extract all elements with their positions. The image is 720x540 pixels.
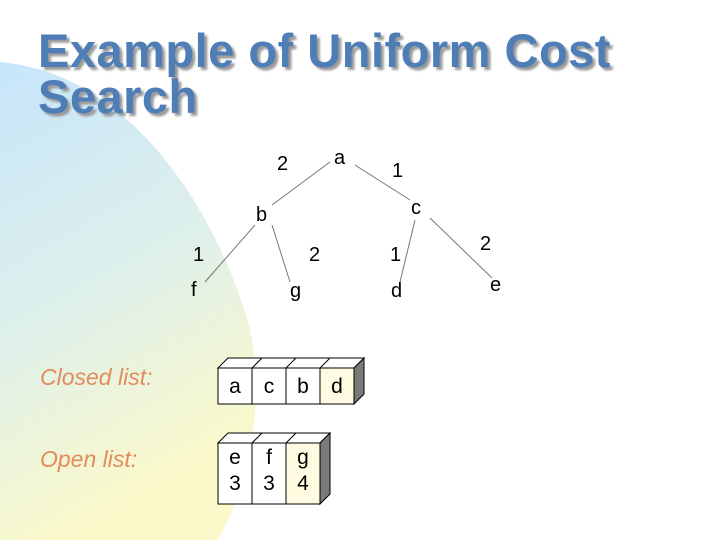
edge-a-c — [354, 164, 411, 201]
edge-a-b — [271, 161, 331, 206]
open-list-cell — [251, 442, 287, 505]
closed-list-item-a: a — [229, 375, 241, 398]
open-list-label: Open list: — [40, 446, 138, 472]
closed-list-item-c: c — [264, 375, 275, 398]
node-c: c — [411, 197, 421, 219]
edge-b-f — [204, 224, 256, 283]
cost-c-e: 2 — [480, 233, 491, 255]
open-list-top-face — [216, 432, 332, 444]
open-list-cost-g: 4 — [297, 472, 309, 495]
closed-list-cell — [251, 367, 287, 405]
open-list-top-divider — [251, 432, 263, 444]
node-e: e — [490, 274, 501, 296]
closed-list-item-b: b — [297, 375, 309, 398]
closed-list-top-divider — [251, 357, 263, 369]
closed-list-cell — [217, 367, 253, 405]
node-g: g — [290, 280, 301, 302]
open-list-item-e: e — [229, 446, 241, 469]
cost-b-g: 2 — [309, 244, 320, 266]
closed-list-cell — [285, 367, 321, 405]
closed-list-top-divider — [319, 357, 331, 369]
closed-list-label: Closed list: — [40, 364, 153, 390]
closed-list-item-d: d — [331, 375, 343, 398]
node-d: d — [391, 280, 402, 302]
open-list-cost-e: 3 — [229, 472, 241, 495]
cost-a-b: 2 — [277, 153, 288, 175]
node-a: a — [334, 147, 346, 169]
edge-b-g — [271, 224, 291, 283]
open-list-cell — [285, 442, 321, 505]
open-list-cost-f: 3 — [263, 472, 275, 495]
cost-c-d: 1 — [390, 244, 401, 266]
cost-b-f: 1 — [193, 244, 204, 266]
node-b: b — [256, 204, 267, 226]
edge-c-e — [429, 217, 493, 279]
cost-a-c: 1 — [392, 160, 403, 182]
closed-list-top-divider — [285, 357, 297, 369]
edge-c-d — [399, 219, 416, 283]
title-line-2: Search — [38, 70, 198, 123]
node-f: f — [191, 279, 197, 301]
title-line-1: Example of Uniform Cost — [38, 24, 611, 77]
open-list-side-face — [319, 431, 331, 506]
open-list-cell — [217, 442, 253, 505]
closed-list-cell — [319, 367, 355, 405]
open-list-item-f: f — [266, 446, 272, 469]
page-title: Example of Uniform Cost Search — [38, 24, 611, 123]
open-list-top-divider — [285, 432, 297, 444]
open-list-item-g: g — [297, 446, 309, 469]
